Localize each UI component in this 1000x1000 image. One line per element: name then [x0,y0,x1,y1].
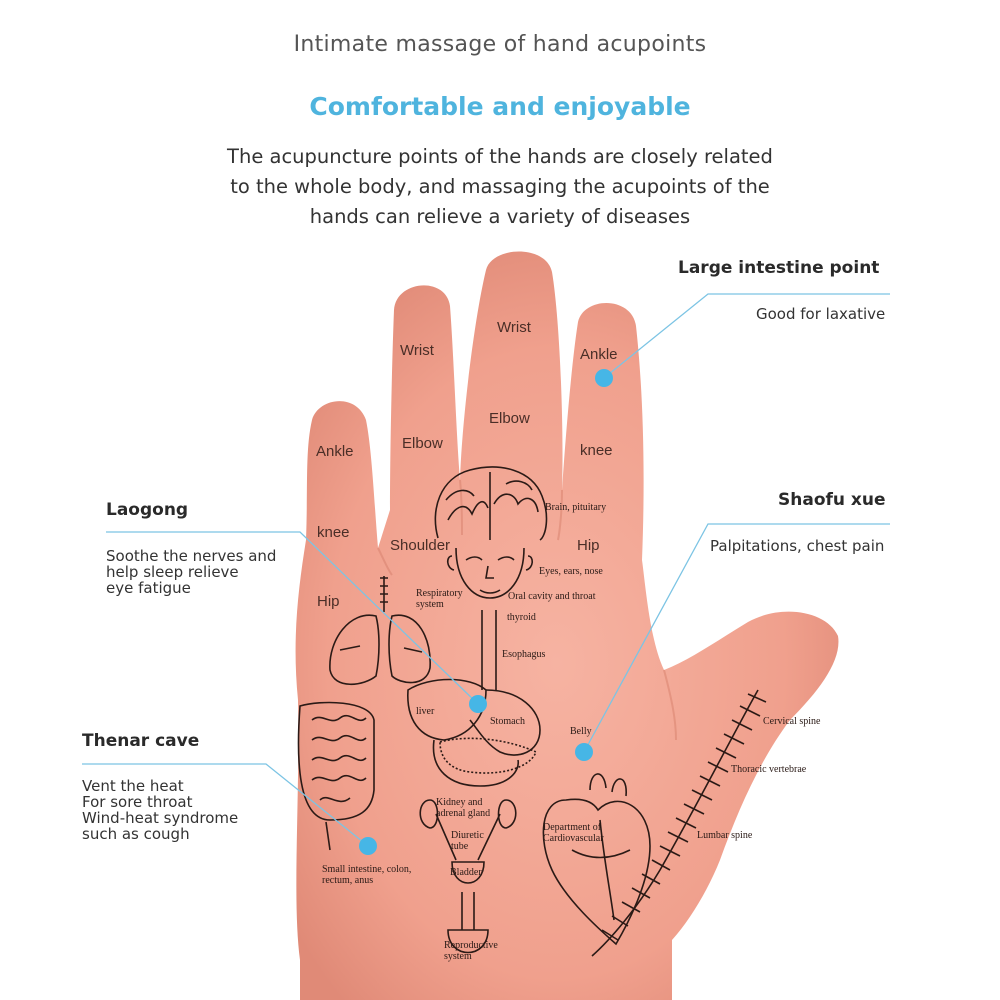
liver-drawing [407,678,487,741]
cervical-label: Cervical spine [763,716,821,727]
large-intestine-desc: Good for laxative [756,305,886,323]
spine-drawing [591,689,767,957]
top-caption: Intimate massage of hand acupoints [293,32,707,57]
hand-shape [295,251,839,1000]
esophagus-drawing [481,610,497,690]
acupoint-dots [359,369,613,855]
index-knee-label: knee [580,442,613,459]
hand-shading [377,479,677,741]
middle-elbow-label: Elbow [489,410,530,427]
face-drawing [446,547,534,599]
oral-label: Oral cavity and throat [508,591,596,602]
esophagus-label: Esophagus [502,649,546,660]
ring-elbow-label: Elbow [402,435,443,452]
intestine-drawing [297,701,375,851]
index-ankle-label: Ankle [580,346,618,363]
shaofu-desc: Palpitations, chest pain [710,537,885,555]
pinky-knee-label: knee [317,524,350,541]
callout-lines [82,293,890,847]
kidney-drawing [419,799,517,954]
shaofu-dot [575,743,593,761]
intestine-label: Small intestine, colon,rectum, anus [322,864,412,886]
large-intestine-title: Large intestine point [678,258,880,278]
ring-shoulder-label: Shoulder [390,537,451,554]
lungs-drawing [329,576,431,685]
pinky-ankle-label: Ankle [316,443,354,460]
shaofu-callout-line [583,523,890,753]
belly-label: Belly [570,726,592,737]
pinky-hip-label: Hip [317,593,340,610]
subtitle: Comfortable and enjoyable [309,92,691,121]
intro-line: hands can relieve a variety of diseases [309,205,691,228]
shaofu-title: Shaofu xue [778,490,886,510]
organ-drawings [297,466,767,957]
thenar-dot [359,837,377,855]
index-hip-label: Hip [577,537,600,554]
eyes-label: Eyes, ears, nose [539,566,603,577]
liver-label: liver [416,706,435,717]
bladder-label: Bladder [450,867,482,878]
intro-line: to the whole body, and massaging the acu… [230,175,770,198]
thenar-callout-line [82,763,369,847]
pancreas-drawing [439,737,538,774]
ring-wrist-label: Wrist [400,342,434,359]
brain-drawing [434,466,548,541]
heart-drawing [542,773,651,946]
thyroid-label: thyroid [507,612,536,623]
middle-wrist-label: Wrist [497,319,531,336]
thenar-title: Thenar cave [82,731,200,751]
large-intestine-callout-line [603,293,890,379]
intro-text: The acupuncture points of the hands are … [0,142,1000,232]
laogong-desc: Soothe the nerves and help sleep relieve… [106,547,277,597]
lumbar-label: Lumbar spine [697,830,753,841]
stomach-label: Stomach [490,716,525,727]
laogong-title: Laogong [106,500,189,520]
intro-line: The acupuncture points of the hands are … [227,145,773,168]
thenar-desc: Vent the heat For sore throat Wind-heat … [82,777,239,843]
thoracic-label: Thoracic vertebrae [731,764,807,775]
large-intestine-dot [595,369,613,387]
laogong-callout-line [106,531,479,705]
brain-label: Brain, pituitary [545,502,607,513]
laogong-dot [469,695,487,713]
